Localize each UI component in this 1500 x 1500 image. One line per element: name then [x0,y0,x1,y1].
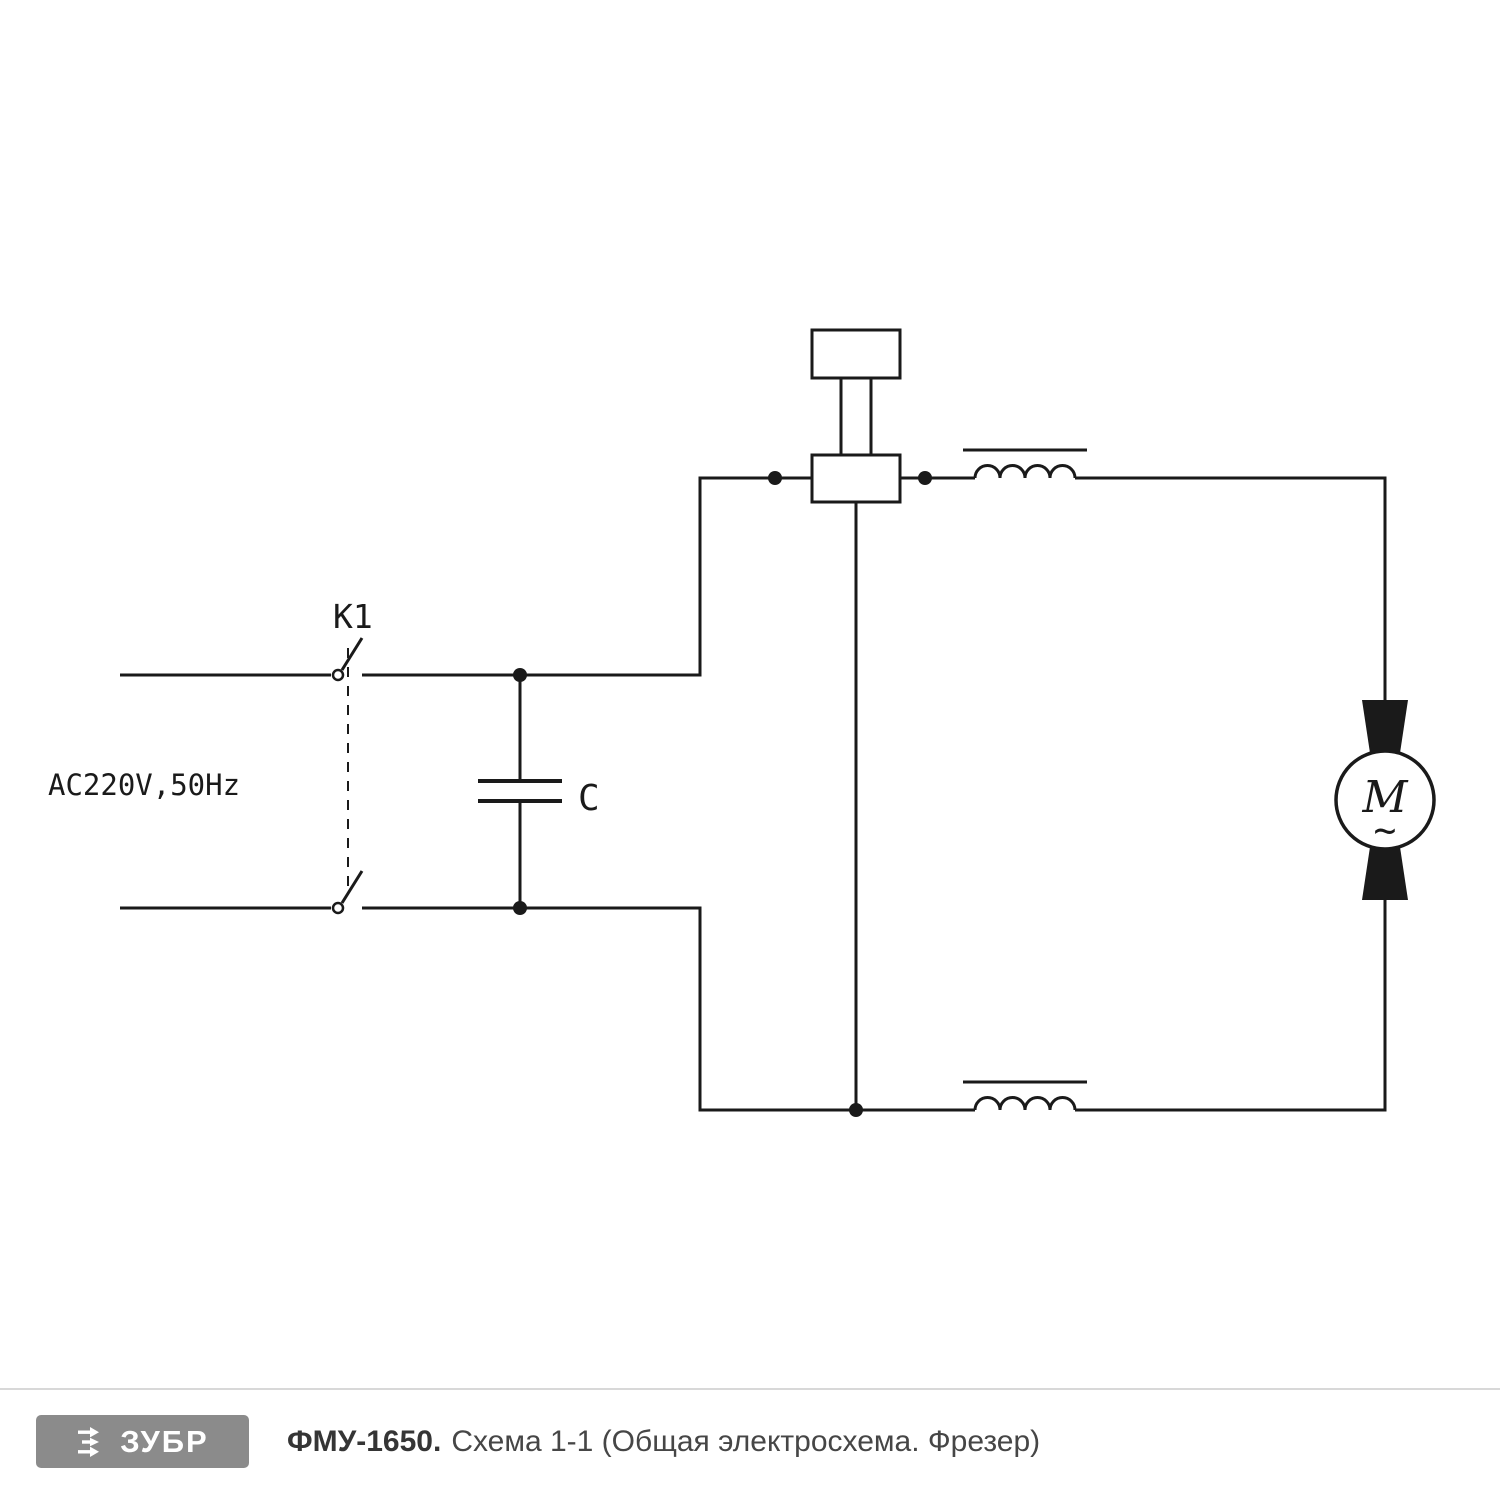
switch-label: K1 [333,597,373,636]
bottom-rail-right-segment [1075,900,1387,1112]
schema-caption: Схема 1-1 (Общая электросхема. Фрезер) [451,1424,1041,1458]
junction-dot [513,901,527,915]
capacitor-label: C [578,778,600,819]
bottom-input-wire [362,906,975,1112]
switch-bottom-lever [340,870,364,904]
switch-top-contact [331,668,345,682]
regulator-body [810,453,902,504]
switch-bottom-contact [331,901,345,915]
footer-caption: ФМУ-1650. Схема 1-1 (Общая электросхема.… [287,1415,1040,1468]
motor-brush-top [1362,700,1408,753]
ac-source-label: AC220V,50Hz [48,768,240,802]
top-rail-right-segment [1075,476,1387,700]
footer-divider [0,1388,1500,1390]
model-number: ФМУ-1650. [287,1424,442,1458]
motor-ac-symbol: ~ [1374,808,1397,852]
motor-label: M [1361,772,1408,823]
zubr-logo-icon [78,1426,100,1457]
inductor-top-coil [973,464,1077,479]
switch-top-lever [340,637,364,671]
motor-brush-bottom [1362,847,1408,900]
top-input-wire [362,476,812,677]
junction-dot [849,1103,863,1117]
zubr-logo: ЗУБР [36,1415,249,1468]
junction-dot [513,668,527,682]
regulator-top-box [810,328,902,380]
junction-dot [918,471,932,485]
junction-dot [768,471,782,485]
motor-circle [1334,749,1436,851]
inductor-bottom-coil [973,1096,1077,1111]
zubr-logo-text: ЗУБР [120,1424,209,1459]
